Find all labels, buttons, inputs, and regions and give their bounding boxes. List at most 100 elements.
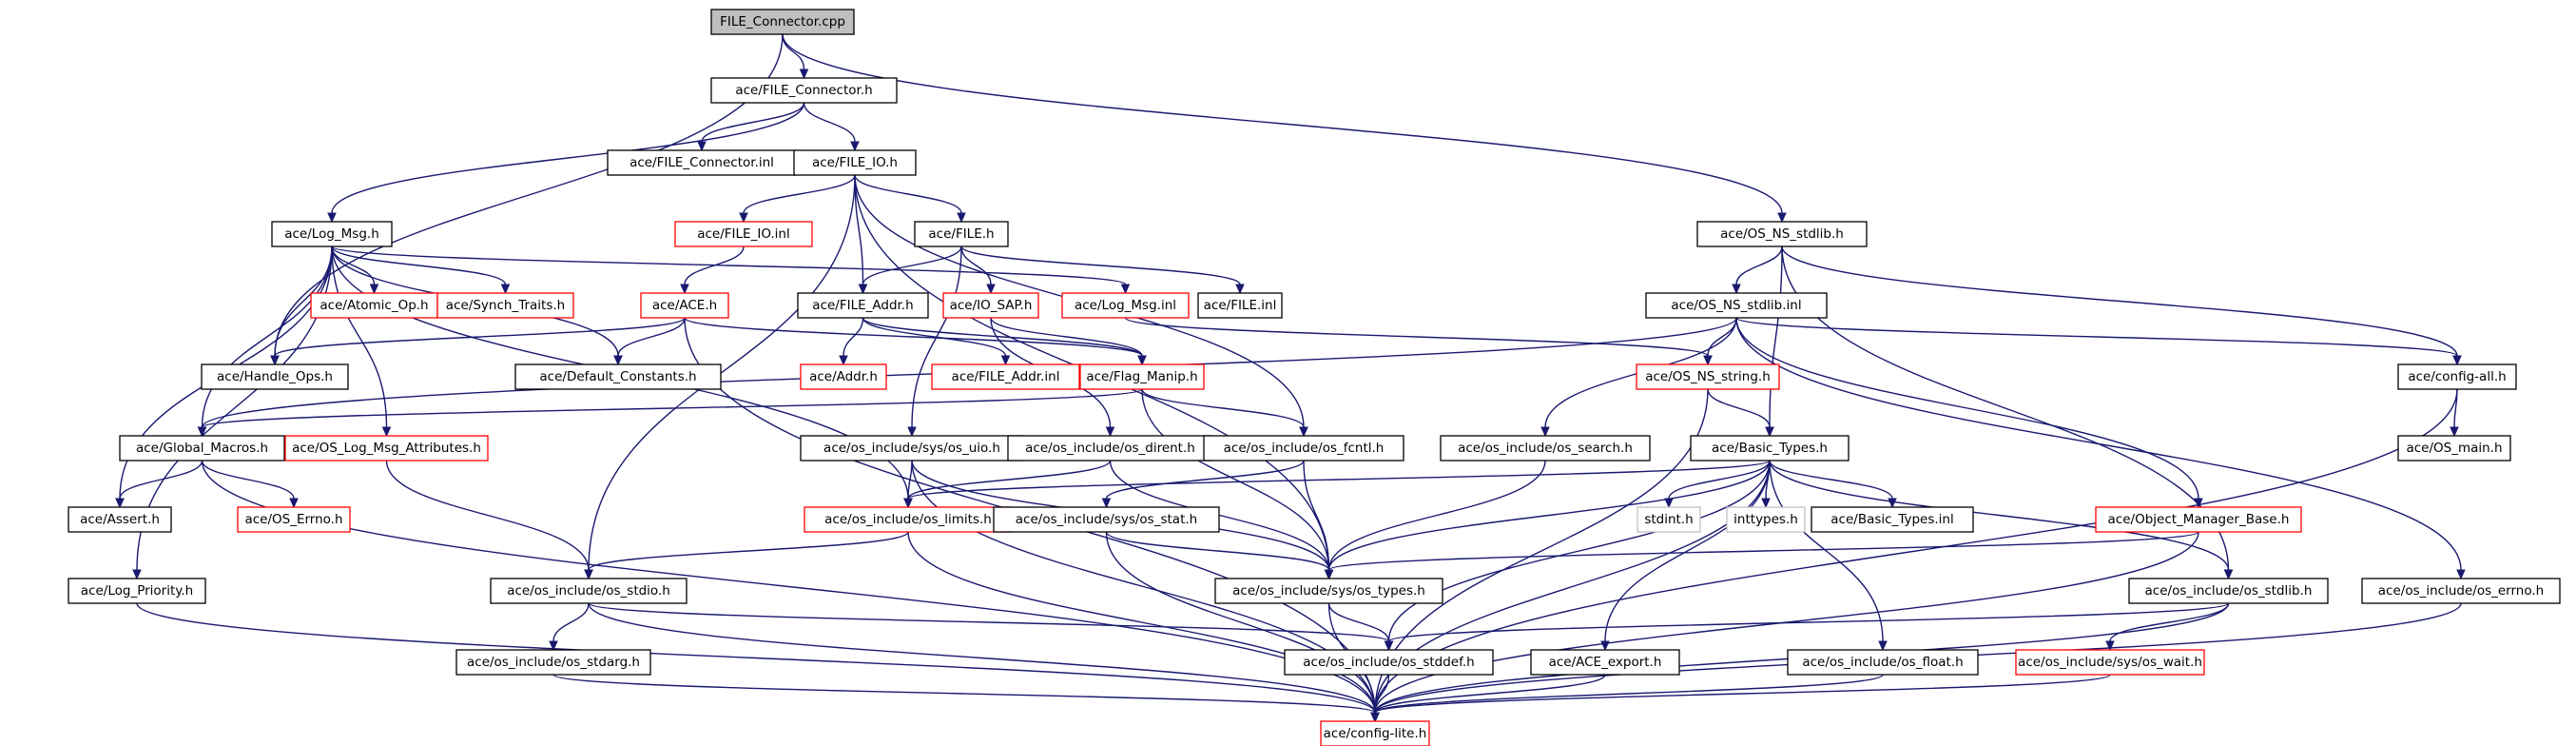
edge-line — [960, 245, 992, 285]
node-ace-file-addr-h[interactable]: ace/FILE_Addr.h — [797, 292, 929, 319]
arrowhead-icon — [1540, 426, 1550, 438]
node-ace-os-errno-h[interactable]: ace/OS_Errno.h — [237, 506, 351, 533]
edge-line — [588, 602, 1390, 642]
node-ace-os-include-os-stdio-h[interactable]: ace/os_include/os_stdio.h — [490, 578, 688, 604]
arrowhead-icon — [369, 284, 379, 295]
node-box — [68, 506, 172, 533]
node-ace-os-log-msg-attributes-h[interactable]: ace/OS_Log_Msg_Attributes.h — [284, 435, 489, 461]
edge-ace-os-include-os-dirent-h-to-ace-os-include-os-limits-h — [903, 460, 1112, 509]
edge-ace-os-ns-stdlib-h-to-ace-basic-types-h — [1765, 245, 1783, 438]
edge-line — [862, 317, 1007, 357]
node-ace-os-include-os-search-h[interactable]: ace/os_include/os_search.h — [1440, 435, 1651, 461]
node-inttypes-h[interactable]: inttypes.h — [1726, 506, 1806, 533]
node-ace-config-all-h[interactable]: ace/config-all.h — [2397, 363, 2517, 390]
node-ace-os-include-os-float-h[interactable]: ace/os_include/os_float.h — [1787, 649, 1979, 676]
node-ace-os-ns-stdlib-inl[interactable]: ace/OS_NS_stdlib.inl — [1645, 292, 1828, 319]
node-ace-file-io-h[interactable]: ace/FILE_IO.h — [793, 149, 917, 176]
node-stdint-h[interactable]: stdint.h — [1637, 506, 1701, 533]
arrowhead-icon — [1384, 640, 1394, 652]
node-ace-os-include-sys-os-types-h[interactable]: ace/os_include/sys/os_types.h — [1214, 578, 1443, 604]
node-ace-os-include-os-stddef-h[interactable]: ace/os_include/os_stddef.h — [1284, 649, 1494, 676]
node-ace-basic-types-inl[interactable]: ace/Basic_Types.inl — [1811, 506, 1974, 533]
node-ace-os-include-os-errno-h[interactable]: ace/os_include/os_errno.h — [2361, 578, 2561, 604]
node-ace-basic-types-h[interactable]: ace/Basic_Types.h — [1690, 435, 1850, 461]
arrowhead-icon — [697, 141, 707, 152]
arrowhead-icon — [850, 141, 860, 152]
node-box — [284, 435, 489, 461]
node-ace-object-manager-base-h[interactable]: ace/Object_Manager_Base.h — [2095, 506, 2302, 533]
edge-line — [960, 245, 1241, 285]
node-box — [797, 292, 929, 319]
edge-ace-os-ns-stdlib-h-to-ace-config-all-h — [1781, 245, 2462, 366]
arrowhead-icon — [1137, 355, 1147, 366]
arrowhead-icon — [858, 284, 868, 295]
node-ace-file-io-inl[interactable]: ace/FILE_IO.inl — [674, 221, 813, 247]
node-ace-log-msg-inl[interactable]: ace/Log_Msg.inl — [1061, 292, 1190, 319]
node-ace-os-main-h[interactable]: ace/OS_main.h — [2397, 435, 2511, 461]
node-ace-os-include-sys-os-wait-h[interactable]: ace/os_include/sys/os_wait.h — [2015, 649, 2205, 676]
node-ace-assert-h[interactable]: ace/Assert.h — [68, 506, 172, 533]
node-ace-log-msg-h[interactable]: ace/Log_Msg.h — [271, 221, 393, 247]
node-label: ace/OS_NS_stdlib.inl — [1671, 298, 1801, 313]
node-ace-ace-export-h[interactable]: ace/ACE_export.h — [1530, 649, 1680, 676]
edge-ace-os-include-sys-os-wait-h-to-ace-config-lite-h — [1370, 674, 2111, 723]
node-ace-file-h[interactable]: ace/FILE.h — [914, 221, 1009, 247]
edge-ace-io-sap-h-to-ace-flag-manip-h — [990, 317, 1147, 366]
arrowhead-icon — [2456, 569, 2466, 580]
node-ace-os-include-sys-os-uio-h[interactable]: ace/os_include/sys/os_uio.h — [800, 435, 1024, 461]
node-ace-addr-h[interactable]: ace/Addr.h — [800, 363, 887, 390]
edge-ace-file-connector-h-to-ace-log-msg-h — [327, 102, 805, 224]
node-ace-file-connector-h[interactable]: ace/FILE_Connector.h — [710, 77, 898, 104]
node-label: stdint.h — [1644, 512, 1693, 527]
edge-line — [803, 102, 856, 143]
node-label: ace/os_include/os_stdlib.h — [2145, 583, 2313, 599]
node-ace-os-include-os-limits-h[interactable]: ace/os_include/os_limits.h — [804, 506, 1013, 533]
node-ace-os-include-sys-os-stat-h[interactable]: ace/os_include/sys/os_stat.h — [993, 506, 1220, 533]
node-ace-ace-h[interactable]: ace/ACE.h — [640, 292, 729, 319]
node-ace-default-constants-h[interactable]: ace/Default_Constants.h — [514, 363, 722, 390]
node-ace-global-macros-h[interactable]: ace/Global_Macros.h — [119, 435, 285, 461]
node-ace-handle-ops-h[interactable]: ace/Handle_Ops.h — [201, 363, 349, 390]
node-ace-log-priority-h[interactable]: ace/Log_Priority.h — [68, 578, 206, 604]
edge-ace-flag-manip-h-to-ace-os-include-os-fcntl-h — [1141, 388, 1308, 438]
arrowhead-icon — [289, 498, 299, 509]
node-box — [271, 221, 393, 247]
node-ace-atomic-op-h[interactable]: ace/Atomic_Op.h — [310, 292, 438, 319]
edge-line — [1735, 245, 1783, 285]
arrowhead-icon — [986, 284, 996, 295]
edge-ace-os-ns-stdlib-h-to-ace-os-ns-stdlib-inl — [1732, 245, 1783, 295]
arrowhead-icon — [739, 212, 748, 224]
edge-line — [1374, 674, 1390, 714]
node-ace-file-connector-inl[interactable]: ace/FILE_Connector.inl — [607, 149, 797, 176]
node-ace-os-include-os-fcntl-h[interactable]: ace/os_include/os_fcntl.h — [1203, 435, 1404, 461]
node-box — [119, 435, 285, 461]
node-ace-os-ns-string-h[interactable]: ace/OS_NS_string.h — [1636, 363, 1780, 390]
edge-line — [701, 102, 805, 143]
node-ace-os-include-os-stdlib-h[interactable]: ace/os_include/os_stdlib.h — [2128, 578, 2329, 604]
edge-ace-log-msg-h-to-ace-synch-traits-h — [331, 245, 511, 295]
node-box — [1696, 221, 1868, 247]
node-file-connector-cpp[interactable]: FILE_Connector.cpp — [710, 9, 855, 35]
node-label: ace/FILE_Addr.inl — [952, 369, 1060, 384]
edge-ace-file-h-to-ace-file-inl — [960, 245, 1245, 295]
node-label: ace/os_include/sys/os_stat.h — [1016, 512, 1197, 527]
node-ace-os-include-os-stdarg-h[interactable]: ace/os_include/os_stdarg.h — [455, 649, 651, 676]
arrowhead-icon — [799, 69, 809, 80]
header-nodes: FILE_Connector.cpp ace/FILE_Connector.hac… — [68, 9, 2561, 746]
node-ace-io-sap-h[interactable]: ace/IO_SAP.h — [942, 292, 1039, 319]
node-ace-file-inl[interactable]: ace/FILE.inl — [1197, 292, 1283, 319]
edge-ace-global-macros-h-to-ace-assert-h — [115, 460, 203, 509]
node-label: ace/Basic_Types.inl — [1830, 512, 1953, 527]
node-box — [1726, 506, 1806, 533]
node-ace-os-ns-stdlib-h[interactable]: ace/OS_NS_stdlib.h — [1696, 221, 1868, 247]
node-ace-config-lite-h[interactable]: ace/config-lite.h — [1320, 720, 1430, 746]
node-ace-flag-manip-h[interactable]: ace/Flag_Manip.h — [1079, 363, 1205, 390]
edge-line — [331, 102, 805, 214]
node-ace-synch-traits-h[interactable]: ace/Synch_Traits.h — [436, 292, 574, 319]
node-ace-file-addr-inl[interactable]: ace/FILE_Addr.inl — [931, 363, 1080, 390]
node-label: ace/Handle_Ops.h — [217, 369, 333, 384]
arrowhead-icon — [500, 284, 511, 295]
node-ace-os-include-os-dirent-h[interactable]: ace/os_include/os_dirent.h — [1007, 435, 1213, 461]
node-box — [640, 292, 729, 319]
arrowhead-icon — [907, 426, 917, 438]
